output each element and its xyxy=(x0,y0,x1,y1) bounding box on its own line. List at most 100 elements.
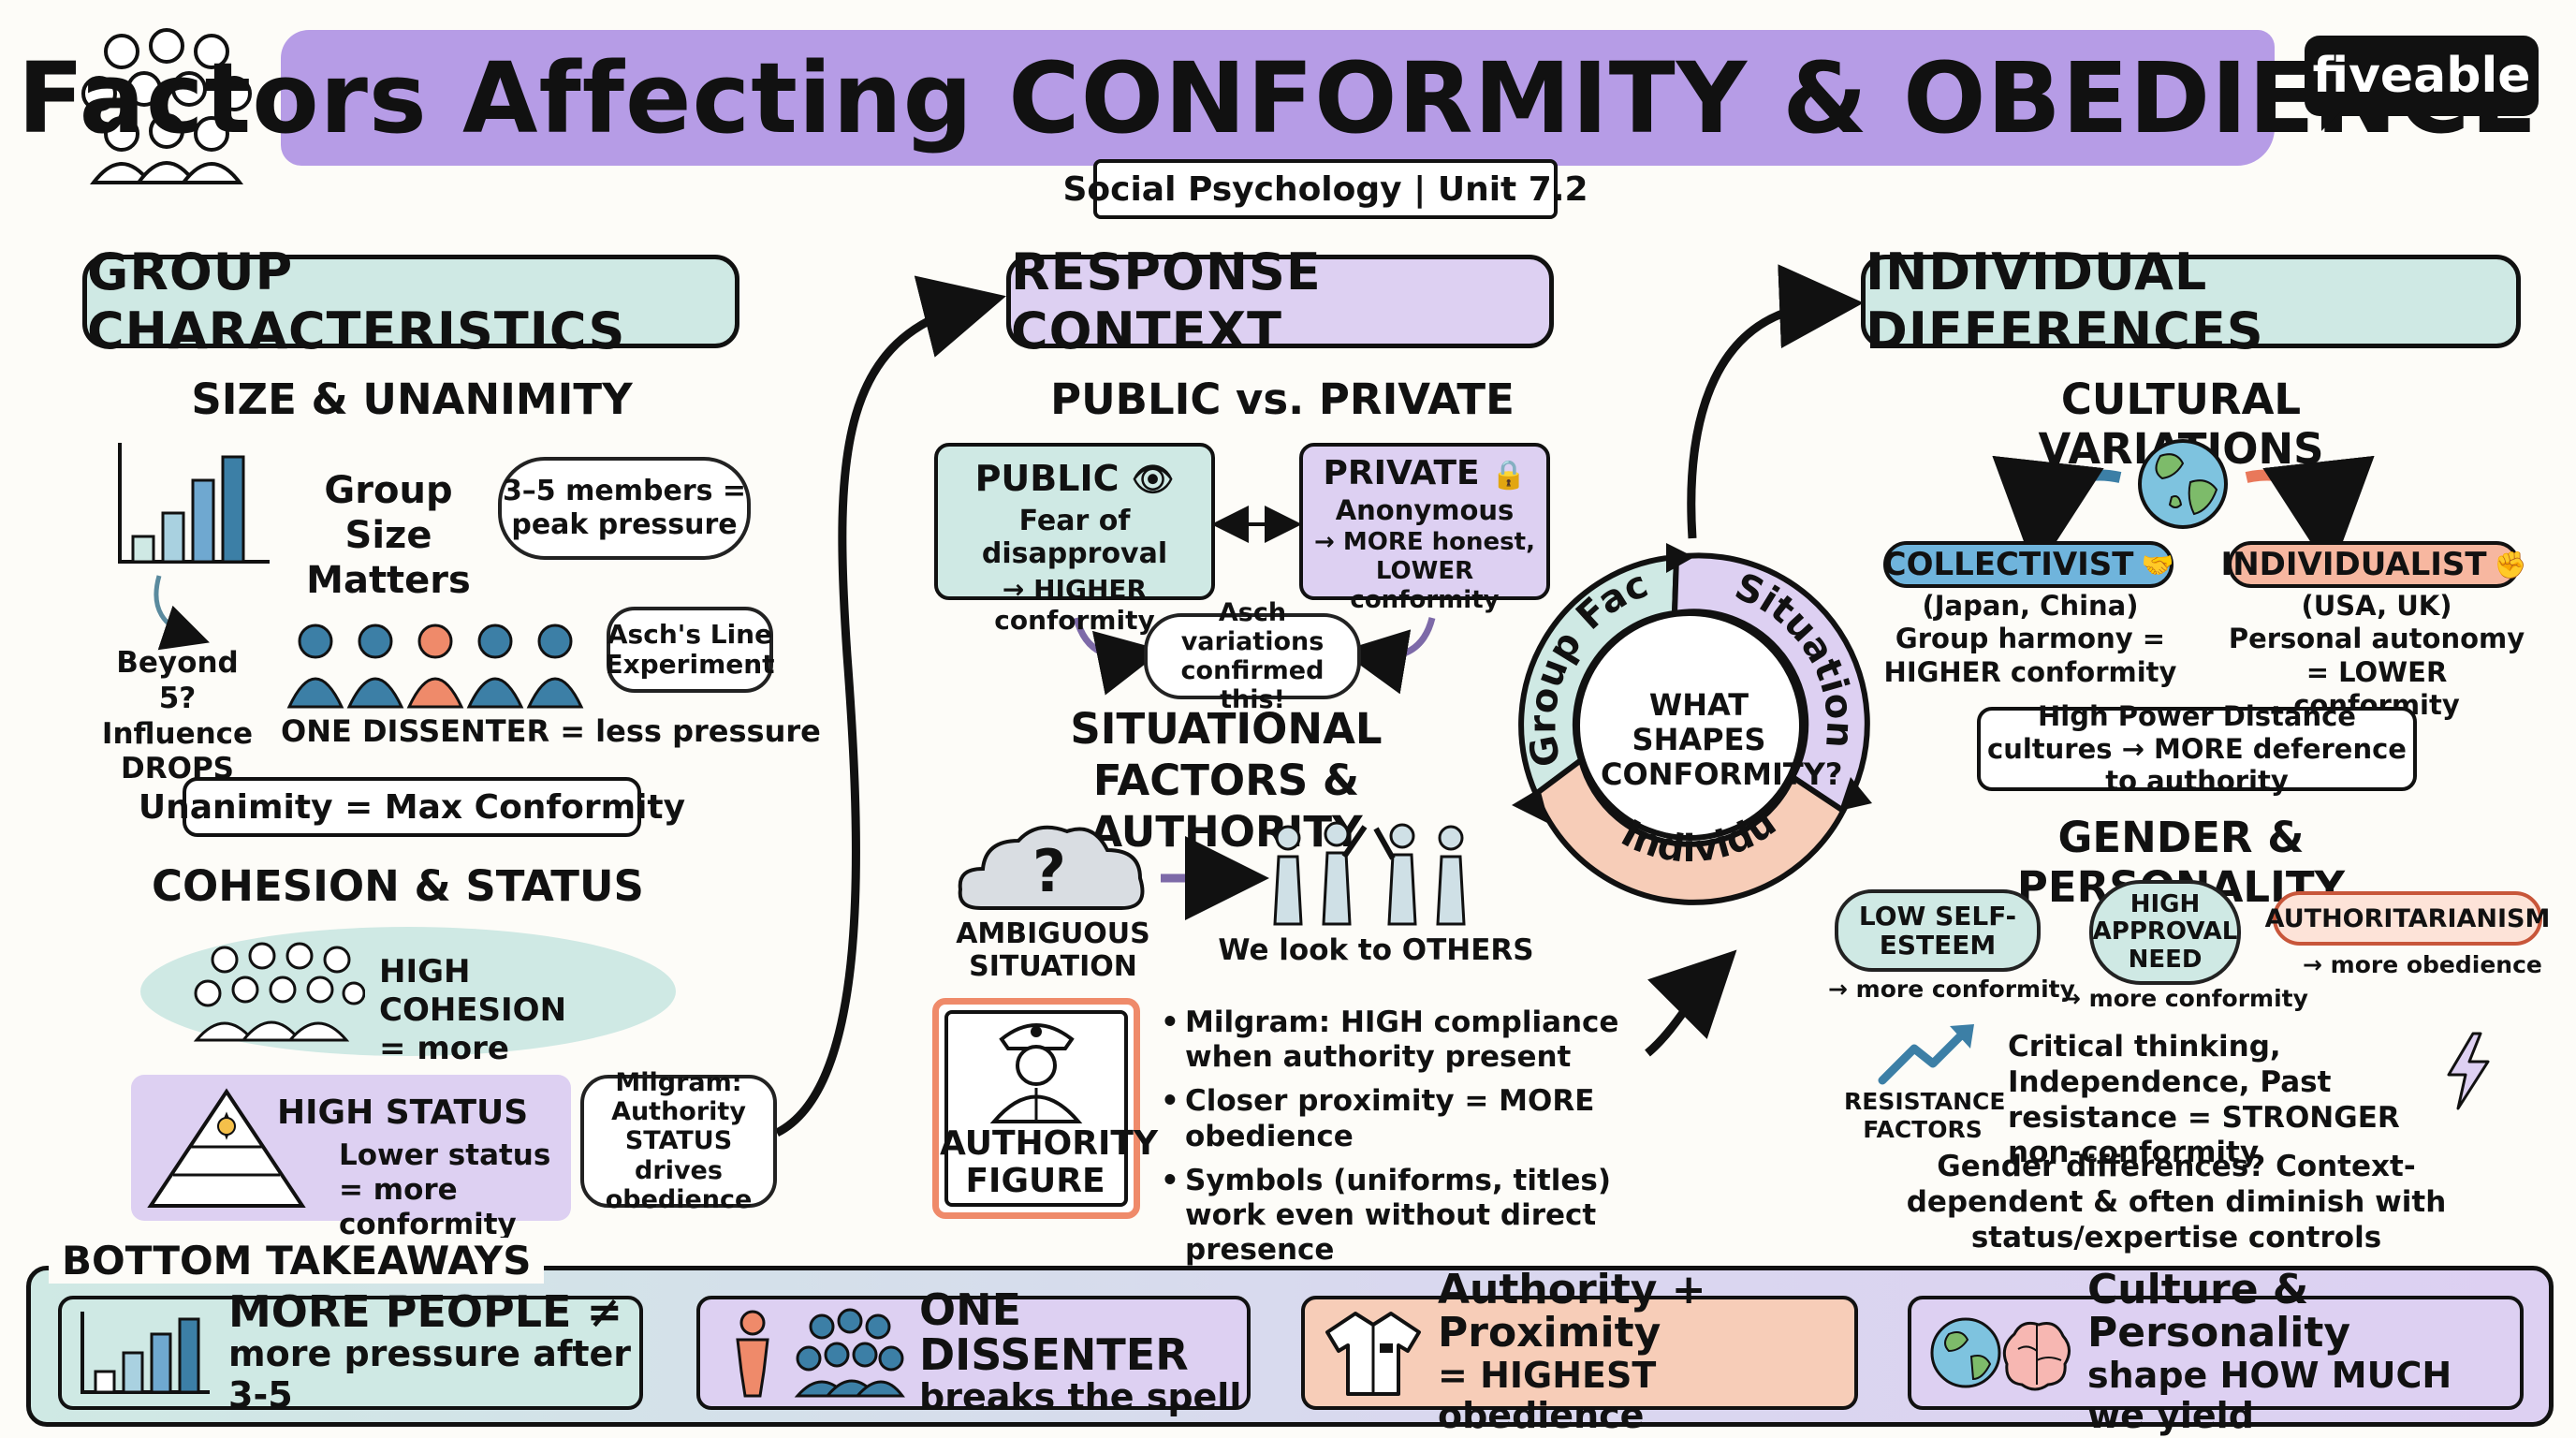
collectivist-effect: Group harmony = HIGHER conformity xyxy=(1883,623,2177,688)
high-status-label: HIGH STATUS xyxy=(277,1093,529,1132)
response-context-header: RESPONSE CONTEXT xyxy=(1006,242,1554,360)
low-self-esteem-effect: → more conformity xyxy=(1828,976,2075,1003)
power-distance-text: High Power Distance cultures → MORE defe… xyxy=(1987,699,2407,798)
bullet-milgram: •Milgram: HIGH compliance when authority… xyxy=(1161,1005,1619,1075)
gender-note: Gender differences? Context-dependent & … xyxy=(1906,1150,2447,1255)
status-pyramid-icon xyxy=(147,1088,306,1208)
private-line1: Anonymous xyxy=(1335,494,1515,526)
takeaway-card-3: Authority + Proximity = HIGHEST obedienc… xyxy=(1301,1268,1858,1436)
uniform-shirt-icon xyxy=(1325,1312,1421,1396)
takeaway-3-line2: = HIGHEST obedience xyxy=(1438,1354,1657,1437)
collectivist-label: COLLECTIVIST xyxy=(1882,546,2134,583)
cohesion-status-heading: COHESION & STATUS xyxy=(152,861,644,911)
title-banner: Factors Affecting CONFORMITY & OBEDIENCE xyxy=(18,30,2537,166)
takeaway-4-text: Culture & Personality shape HOW MUCH we … xyxy=(2087,1266,2520,1437)
takeaways-label: BOTTOM TAKEAWAYS xyxy=(49,1238,545,1284)
takeaway-1-line1: MORE PEOPLE ≠ xyxy=(228,1286,622,1338)
collectivist-details: (Japan, China) Group harmony = HIGHER co… xyxy=(1881,590,2179,689)
crowd-small-icon xyxy=(794,1308,905,1398)
takeaway-1-line2: more pressure after 3-5 xyxy=(228,1333,632,1416)
flow-arrow-to-individual xyxy=(1687,264,1864,539)
resistance-label: RESISTANCE FACTORS xyxy=(1844,1088,2006,1143)
globe-icon xyxy=(2138,439,2228,529)
unanimity-text: Unanimity = Max Conformity xyxy=(138,787,686,827)
milgram-status-text: Milgram: Authority STATUS drives obedien… xyxy=(605,1068,753,1214)
lock-icon: 🔒 xyxy=(1491,459,1527,492)
takeaway-4-line1: Culture & Personality xyxy=(2087,1266,2351,1357)
raised-fist-icon: ✊ xyxy=(2494,549,2527,580)
crowd-icon xyxy=(81,28,252,184)
public-title: PUBLIC 👁 xyxy=(974,458,1175,499)
takeaway-card-4: Culture & Personality shape HOW MUCH we … xyxy=(1908,1268,2524,1436)
takeaway-1-text: MORE PEOPLE ≠ more pressure after 3-5 xyxy=(228,1289,639,1416)
looking-people-icon xyxy=(1273,821,1466,926)
individual-differences-header: INDIVIDUAL DIFFERENCES xyxy=(1861,242,2521,360)
resistance-text: Critical thinking, Independence, Past re… xyxy=(2008,1030,2400,1170)
takeaway-2-text: ONE DISSENTER breaks the spell xyxy=(919,1287,1247,1418)
authoritarianism-effect: → more obedience xyxy=(2303,951,2542,978)
trending-up-icon xyxy=(1878,1024,1974,1085)
takeaway-2-line1: ONE DISSENTER xyxy=(919,1284,1189,1381)
size-unanimity-heading: SIZE & UNANIMITY xyxy=(191,374,633,424)
individualist-pill: INDIVIDUALIST ✊ xyxy=(2221,541,2526,588)
approval-need-bubble: HIGH APPROVAL NEED xyxy=(2089,880,2241,985)
ambiguous-situation-label: AMBIGUOUS SITUATION xyxy=(956,917,1150,984)
private-to-asch-arrow xyxy=(1340,617,1436,695)
collectivist-examples: (Japan, China) xyxy=(1922,590,2139,622)
collectivist-arrow xyxy=(1992,455,2122,574)
high-status-effect: Lower status = more conformity xyxy=(339,1138,551,1242)
response-context-title: RESPONSE CONTEXT xyxy=(1011,242,1322,360)
lightning-bolt-icon xyxy=(2447,1032,2490,1110)
private-title: PRIVATE 🔒 xyxy=(1323,454,1527,492)
individualist-details: (USA, UK) Personal autonomy = LOWER conf… xyxy=(2228,590,2525,723)
individualist-arrow xyxy=(2245,455,2375,574)
authoritarianism-label: AUTHORITARIANISM xyxy=(2264,903,2551,933)
bullet-proximity: •Closer proximity = MORE obedience xyxy=(1161,1084,1595,1153)
public-box: PUBLIC 👁 Fear of disapproval → HIGHER co… xyxy=(934,443,1215,636)
svg-text:?: ? xyxy=(1032,837,1066,905)
handshake-icon: 🤝 xyxy=(2141,549,2174,580)
public-line2: → HIGHER conformity xyxy=(994,574,1155,636)
asch-variations-bubble: Asch variations confirmed this! xyxy=(1144,598,1361,714)
group-size-label: Group Size Matters xyxy=(306,469,471,602)
individualist-effect: Personal autonomy = LOWER conformity xyxy=(2228,623,2525,722)
beyond-arrow xyxy=(154,575,210,651)
power-distance-box: High Power Distance cultures → MORE defe… xyxy=(1977,700,2417,797)
bar-chart-icon xyxy=(118,443,270,564)
dissenter-person-icon xyxy=(736,1310,769,1398)
brand-logo-tail xyxy=(2321,110,2342,131)
asch-line-bubble: Asch's Line Experiment xyxy=(605,607,775,693)
peak-pressure-bubble: 3–5 members = peak pressure xyxy=(498,457,751,560)
cultural-variations-heading: CULTURAL VARIATIONS xyxy=(2038,374,2323,474)
brand-name: fiveable xyxy=(2312,48,2531,104)
conformity-wheel: Group Factors Situation Individual xyxy=(1502,524,1872,905)
storm-cloud-icon: ? xyxy=(958,825,1145,910)
asch-line-text: Asch's Line Experiment xyxy=(605,618,775,680)
individualist-label: INDIVIDUALIST xyxy=(2220,546,2487,583)
public-private-heading: PUBLIC vs. PRIVATE xyxy=(1050,374,1515,424)
bullet-symbols: •Symbols (uniforms, titles) work even wi… xyxy=(1161,1163,1612,1268)
cohesive-group-icon xyxy=(193,942,365,1042)
authority-figure-label: AUTHORITY FIGURE xyxy=(940,1124,1159,1201)
individual-differences-title: INDIVIDUAL DIFFERENCES xyxy=(1866,242,2264,360)
takeaway-3-text: Authority + Proximity = HIGHEST obedienc… xyxy=(1438,1268,1854,1437)
takeaway-card-2: ONE DISSENTER breaks the spell xyxy=(696,1287,1251,1417)
one-dissenter-text: ONE DISSENTER = less pressure xyxy=(281,713,821,749)
individualist-examples: (USA, UK) xyxy=(2301,590,2452,622)
peak-pressure-text: 3–5 members = peak pressure xyxy=(502,475,747,541)
high-cohesion-label: HIGH COHESION xyxy=(379,953,567,1029)
takeaway-4-line2: shape HOW MUCH we yield xyxy=(2087,1354,2452,1437)
low-self-esteem-label: LOW SELF-ESTEEM xyxy=(1858,900,2017,961)
approval-need-label: HIGH APPROVAL NEED xyxy=(2092,890,2238,974)
situational-heading: SITUATIONAL FACTORS & AUTHORITY xyxy=(1070,704,1383,857)
look-to-others-label: We look to OTHERS xyxy=(1218,933,1534,967)
asch-variations-text: Asch variations confirmed this! xyxy=(1180,597,1325,715)
low-self-esteem-bubble: LOW SELF-ESTEEM xyxy=(1835,889,2041,972)
dissenter-people-icon xyxy=(286,624,584,709)
approval-need-effect: → more conformity xyxy=(2061,985,2308,1012)
milgram-status-bubble: Milgram: Authority STATUS drives obedien… xyxy=(580,1068,777,1214)
brand-logo: fiveable xyxy=(2305,36,2539,116)
takeaway-2-line2: breaks the spell xyxy=(919,1376,1242,1418)
group-characteristics-header: GROUP CHARACTERISTICS xyxy=(82,242,739,360)
